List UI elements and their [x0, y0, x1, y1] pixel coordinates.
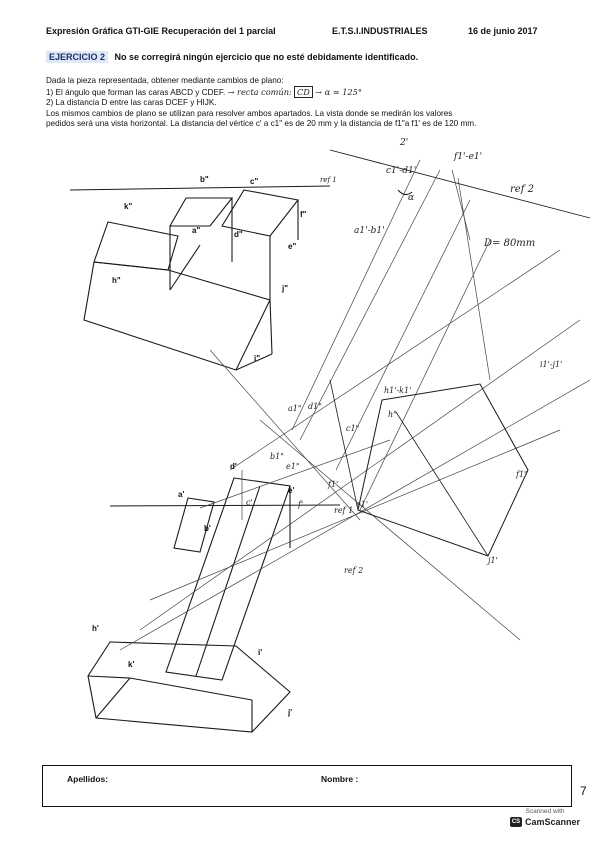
- proj-line: [199, 439, 391, 509]
- hand-h1k1: h1'-k1': [384, 386, 412, 395]
- statement-intro: Dada la pieza representada, obtener medi…: [46, 76, 284, 85]
- proj-line: [209, 349, 361, 521]
- camscanner-icon: CS: [509, 817, 522, 827]
- lower-small-face: [173, 497, 215, 553]
- edge: [195, 485, 261, 677]
- proj-line: [299, 169, 441, 441]
- proj-line: [229, 249, 561, 471]
- hand-a1pp: a1": [288, 404, 302, 413]
- label-d1: d': [230, 462, 237, 471]
- label-k2: k": [124, 202, 133, 211]
- label-b2: b": [200, 175, 209, 184]
- scanner-brand: CamScanner: [524, 817, 581, 827]
- proj-line: [457, 177, 491, 381]
- header-course: Expresión Gráfica GTI-GIE Recuperación d…: [46, 26, 276, 36]
- exercise-line: EJERCICIO 2 No se corregirá ningún ejerc…: [46, 51, 419, 63]
- top-block-top: [169, 197, 234, 227]
- edge: [235, 353, 273, 371]
- edge: [87, 675, 131, 679]
- hand-hh: h": [388, 410, 397, 419]
- exercise-tag: EJERCICIO 2: [46, 51, 109, 63]
- hand-f1: f1': [328, 480, 339, 489]
- edge: [395, 411, 489, 557]
- proj-line: [335, 199, 471, 471]
- name-label: Nombre :: [321, 774, 359, 784]
- exercise-warning: No se corregirá ningún ejercicio que no …: [114, 52, 419, 62]
- hand-c-prime: c': [246, 498, 253, 507]
- hand-d1pp: d1": [308, 402, 322, 411]
- hand-a1b1: a1'-b1': [354, 226, 385, 236]
- hand-distance: D= 80mm: [484, 238, 536, 249]
- label-h1: h': [92, 624, 99, 633]
- label-f2: f": [300, 210, 307, 219]
- hand-c1pp: c1": [346, 424, 360, 433]
- proj-line: [149, 429, 561, 601]
- label-e1: e': [288, 486, 295, 495]
- statement-item1: 1) El ángulo que forman las caras ABCD y…: [46, 85, 576, 99]
- angle-arc: [397, 189, 413, 196]
- hand-ref1-mid: ref 1: [334, 506, 354, 515]
- ref-line-2: [329, 149, 591, 219]
- label-b1: b': [204, 524, 211, 533]
- hand-e1: e1': [356, 500, 369, 509]
- scanner-caption: Scanned with: [525, 808, 565, 815]
- label-i1: i': [258, 648, 263, 657]
- ref-line-1: [69, 185, 331, 191]
- hand-f-prime: f': [298, 500, 304, 509]
- statement-para-line2: pedidos será una vista horizontal. La di…: [46, 119, 477, 129]
- scanner-brand-row: CS CamScanner: [504, 817, 586, 827]
- hand-ref1-top: ref 1: [320, 176, 337, 184]
- hand-alpha: α: [408, 193, 415, 203]
- label-j1: j': [288, 708, 293, 717]
- hand-f1e1: f1'-e1': [454, 152, 483, 162]
- statement-item2: 2) La distancia D entre las caras DCEF y…: [46, 98, 217, 108]
- lower-long-face: [165, 477, 291, 681]
- statement-item1-text: 1) El ángulo que forman las caras ABCD y…: [46, 87, 226, 97]
- page-number: 7: [580, 784, 587, 798]
- hand-c1d1: c1'-d1': [386, 166, 417, 176]
- hand-i1j1: i1'-j1': [540, 360, 563, 369]
- edge: [329, 379, 359, 511]
- label-h2: h": [112, 276, 121, 285]
- proj-line: [359, 239, 491, 511]
- hand-ref2-top: ref 2: [510, 184, 534, 195]
- label-k1: k': [128, 660, 135, 669]
- label-e2: e": [288, 242, 297, 251]
- hand-ref2-low: ref 2: [344, 566, 364, 575]
- edge: [169, 244, 201, 291]
- scanner-watermark: Scanned with CS CamScanner: [504, 808, 586, 827]
- proj-line: [291, 159, 421, 431]
- item1-note: → recta común:: [227, 86, 292, 97]
- label-j2: j": [282, 284, 289, 293]
- label-i2: i": [254, 354, 261, 363]
- item1-boxed: CD: [294, 85, 313, 98]
- hand-top-mark: 2': [400, 138, 409, 148]
- surname-label: Apellidos:: [67, 774, 109, 784]
- statement: Dada la pieza representada, obtener medi…: [46, 76, 576, 130]
- label-a1: a': [178, 490, 185, 499]
- statement-para-line1: Los mismos cambios de plano se utilizan …: [46, 108, 453, 118]
- edge: [95, 677, 131, 719]
- edge: [269, 299, 273, 355]
- name-box: Apellidos: Nombre :: [42, 765, 572, 807]
- edge: [129, 677, 253, 701]
- hand-f1pp: f1": [516, 470, 528, 479]
- aux-view-shape: [357, 383, 529, 557]
- hand-j1: j1': [488, 556, 498, 565]
- label-c2: c": [250, 177, 259, 186]
- proj-line: [451, 169, 471, 241]
- label-a2: a": [192, 226, 201, 235]
- hand-e1pp: e1": [286, 462, 300, 471]
- hand-b1pp: b1": [270, 452, 284, 461]
- ref-line-lower: [109, 504, 341, 507]
- proj-line: [259, 419, 521, 641]
- proj-line: [139, 319, 581, 631]
- upper-L-top: [93, 221, 179, 271]
- label-d2: d": [234, 230, 243, 239]
- item1-result: → α ≃ 125°: [315, 86, 362, 97]
- header-date: 16 de junio 2017: [468, 26, 538, 36]
- header-school: E.T.S.I.INDUSTRIALES: [332, 26, 428, 36]
- upper-L-front: [83, 261, 271, 371]
